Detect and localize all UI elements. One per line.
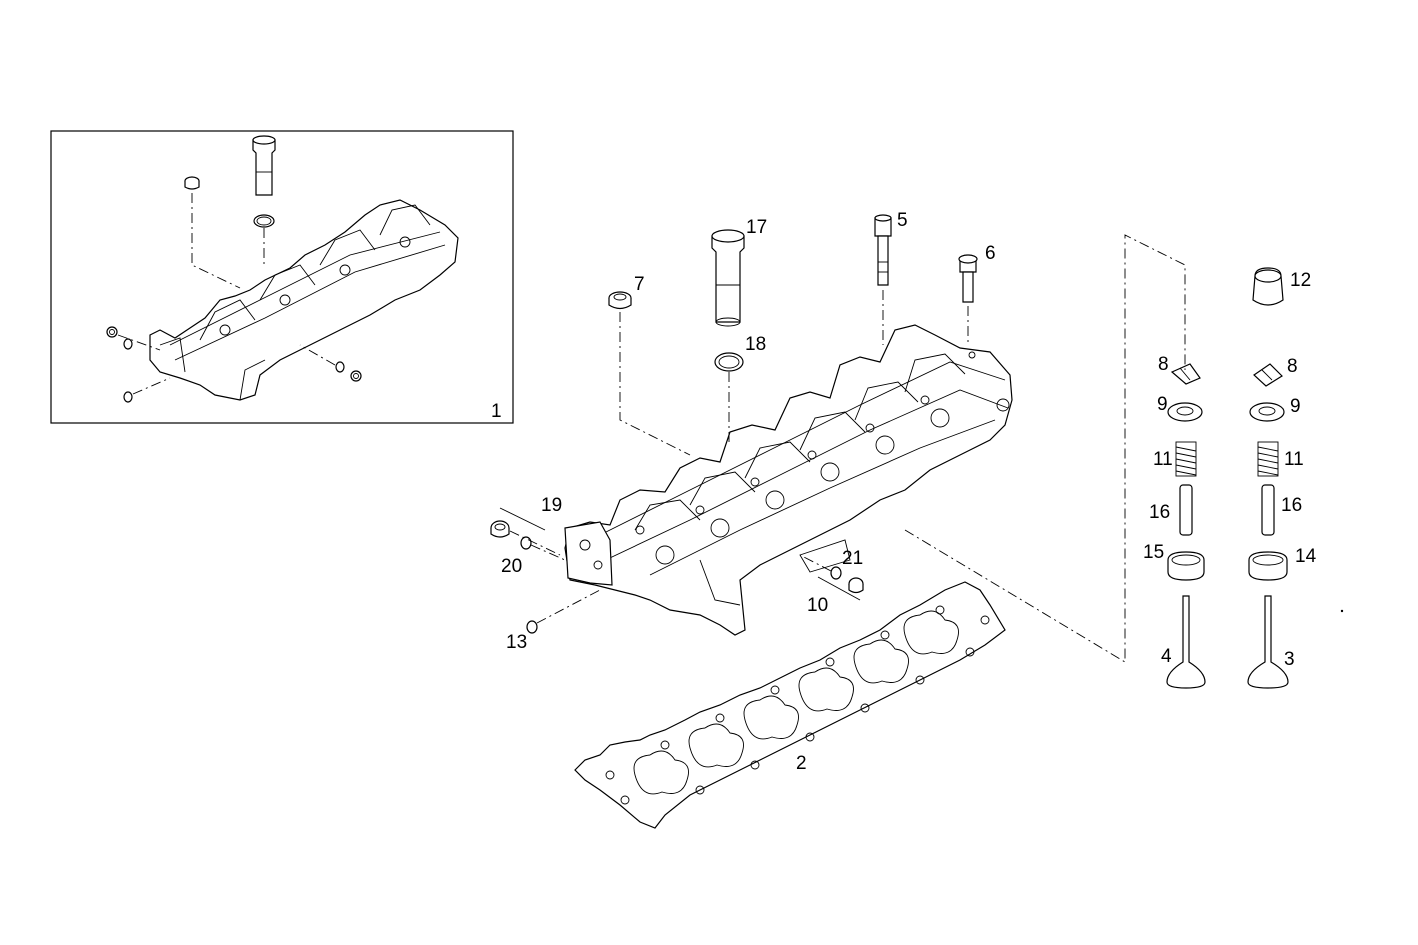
callout-6: 6: [985, 243, 996, 264]
cylinder-head: [564, 324, 1013, 636]
callout-19: 19: [541, 495, 562, 516]
callout-9-right: 9: [1290, 396, 1301, 417]
callout-17: 17: [746, 217, 767, 238]
callout-5: 5: [897, 210, 908, 231]
head-gasket: [574, 581, 1006, 829]
plug-10: [848, 577, 864, 594]
callout-14: 14: [1295, 546, 1317, 567]
callout-2: 2: [796, 753, 807, 774]
plug-19: [490, 520, 510, 538]
stray-dot: [1340, 609, 1344, 613]
cap-7: [608, 291, 632, 310]
callout-12: 12: [1290, 270, 1311, 291]
callout-3: 3: [1284, 649, 1295, 670]
callout-21: 21: [842, 548, 863, 569]
callout-9-left: 9: [1157, 394, 1168, 415]
callout-18: 18: [745, 334, 766, 355]
leader-lines: [499, 234, 1186, 663]
callout-10: 10: [807, 595, 828, 616]
callout-20: 20: [501, 556, 522, 577]
bolt-5: [874, 214, 892, 286]
inset-small-parts: [106, 135, 362, 403]
callout-4: 4: [1161, 646, 1172, 667]
callout-8-right: 8: [1287, 356, 1298, 377]
callout-labels: 1 2 3 4 5 6 7 8 8 9 9 10 11 11 12 13 14 …: [491, 210, 1317, 774]
o-ring-21: [830, 566, 842, 580]
valve-stack-left: [1166, 363, 1206, 689]
o-ring-13: [526, 620, 538, 634]
o-ring-20: [520, 536, 532, 550]
callout-8-left: 8: [1158, 354, 1169, 375]
sealing-ring-18: [714, 352, 744, 372]
callout-13: 13: [506, 632, 527, 653]
valve-stack-right: [1247, 267, 1289, 689]
injector-sleeve: [711, 229, 745, 327]
bolt-6: [958, 254, 978, 303]
callout-7: 7: [634, 274, 645, 295]
inset-assembly-box: [50, 130, 514, 424]
callout-16-left: 16: [1149, 502, 1170, 523]
callout-1: 1: [491, 401, 502, 422]
callout-11-right: 11: [1284, 449, 1304, 470]
callout-15: 15: [1143, 542, 1164, 563]
callout-16-right: 16: [1281, 495, 1302, 516]
callout-11-left: 11: [1153, 449, 1173, 470]
inset-cylinder-head: [149, 199, 459, 401]
